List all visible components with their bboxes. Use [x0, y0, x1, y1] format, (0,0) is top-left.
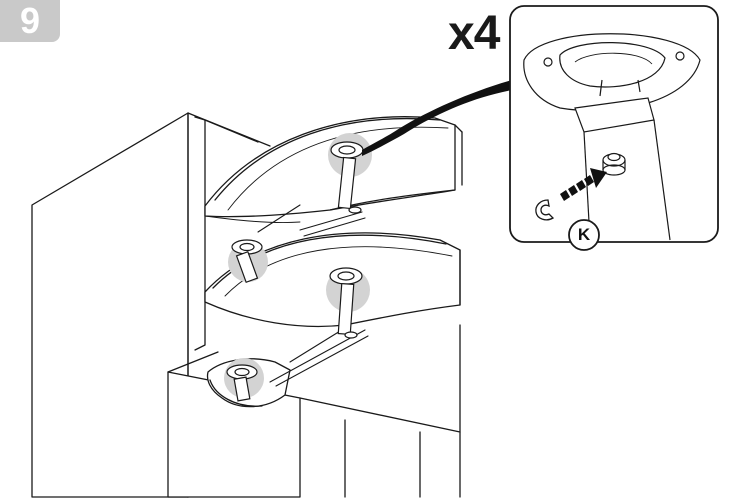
insert-direction-arrow [560, 168, 607, 201]
part-label-circle [568, 219, 600, 251]
part-label-k: K [577, 225, 591, 244]
mount-point-1 [330, 141, 364, 214]
e-clip-icon [535, 199, 555, 221]
step-number-badge: 9 [0, 0, 60, 42]
upper-shelf [204, 116, 463, 223]
zoom-detail-callout [509, 5, 719, 251]
support-rails [257, 204, 369, 387]
mount-point-2 [231, 239, 263, 283]
callout-leader [362, 80, 512, 156]
mount-point-4 [226, 364, 258, 402]
step-number: 9 [19, 0, 41, 41]
quantity-label: x4 [448, 7, 500, 60]
mount-point-3 [329, 267, 363, 339]
